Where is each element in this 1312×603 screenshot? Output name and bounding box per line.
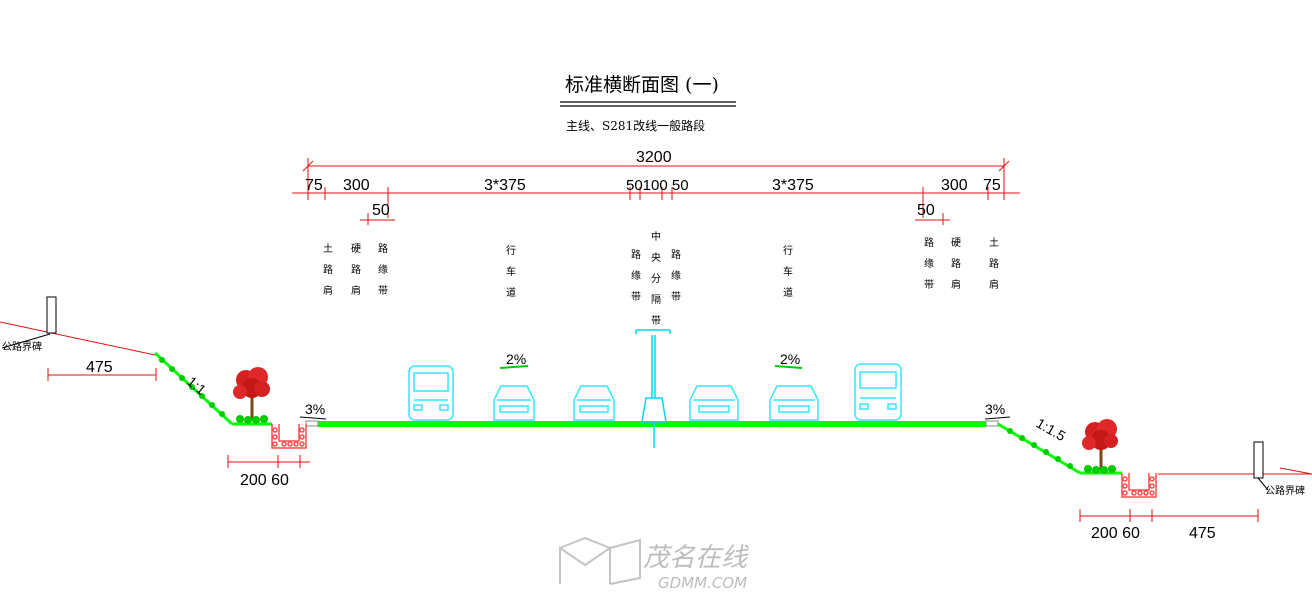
right-ditch-dim: 200 60 bbox=[1091, 525, 1140, 542]
right-ditch bbox=[1121, 473, 1157, 498]
watermark-logo-icon bbox=[559, 536, 641, 585]
left-crossfall-arrow bbox=[499, 365, 529, 369]
right-shoulder-fall-arrow bbox=[984, 416, 1011, 420]
label-left-earth-shoulder: 土路肩 bbox=[323, 242, 333, 297]
left-hard-shoulder-dim: 300 bbox=[343, 177, 370, 194]
right-lanes-dim: 3*375 bbox=[772, 177, 814, 194]
right-embankment-ratio: 1:1.5 bbox=[1034, 415, 1069, 445]
label-median: 中央分隔带 bbox=[651, 230, 661, 327]
label-right-earth-shoulder: 土路肩 bbox=[989, 236, 999, 291]
total-width-dimension bbox=[302, 158, 1010, 200]
component-dimension-line bbox=[292, 187, 1020, 225]
left-tree-icon bbox=[233, 367, 270, 424]
label-right-carriageway: 行车道 bbox=[783, 244, 793, 299]
label-median-edge-left: 路缘带 bbox=[631, 248, 641, 303]
car-left-2-icon bbox=[573, 385, 615, 421]
left-edge-strip-dim: 50 bbox=[372, 202, 390, 219]
left-shoulder-fall-arrow bbox=[299, 416, 327, 420]
slope-shrubs bbox=[159, 357, 1073, 469]
left-lanes-dim: 3*375 bbox=[484, 177, 526, 194]
right-boundary-marker-icon bbox=[1253, 441, 1269, 491]
label-left-hard-shoulder: 硬路肩 bbox=[351, 243, 361, 297]
car-right-2-icon bbox=[769, 385, 819, 421]
label-right-edge-strip: 路缘带 bbox=[924, 236, 934, 291]
left-crossfall-label: 2% bbox=[506, 351, 526, 367]
left-ditch-dim: 200 60 bbox=[240, 472, 289, 489]
right-hard-shoulder-dim: 300 bbox=[941, 177, 968, 194]
right-shoulder-fall-label: 3% bbox=[985, 401, 1005, 417]
label-left-edge-strip: 路缘带 bbox=[378, 242, 388, 297]
drawing-title: 标准横断面图 (一) bbox=[565, 74, 719, 96]
right-boundary-label: 公路界碑 bbox=[1265, 484, 1305, 497]
right-crossfall-arrow bbox=[774, 365, 803, 369]
left-ditch bbox=[271, 424, 307, 449]
right-edge-strip-dim: 50 bbox=[917, 202, 935, 219]
left-shoulder-fall-label: 3% bbox=[305, 401, 325, 417]
left-embankment-ratio: 1:1 bbox=[184, 373, 209, 398]
car-right-1-icon bbox=[689, 385, 739, 421]
left-shoulder-dim: 75 bbox=[305, 177, 323, 194]
median-lamp bbox=[635, 329, 671, 448]
median-dim: 50100 50 bbox=[626, 177, 689, 194]
left-boundary-label: 公路界碑 bbox=[2, 340, 42, 353]
label-median-edge-right: 路缘带 bbox=[671, 248, 681, 303]
label-right-hard-shoulder: 硬路肩 bbox=[951, 237, 961, 291]
right-tree-icon bbox=[1082, 419, 1118, 474]
total-width-label: 3200 bbox=[636, 149, 672, 166]
right-setback-dim: 475 bbox=[1189, 525, 1216, 542]
bus-left-icon bbox=[408, 365, 454, 421]
left-boundary-marker-icon bbox=[1, 296, 57, 349]
drawing-subtitle: 主线、S281改线一般路段 bbox=[566, 118, 705, 133]
right-shoulder-dim: 75 bbox=[983, 177, 1001, 194]
car-left-1-icon bbox=[493, 385, 535, 421]
watermark-brand: 茂名在线 bbox=[643, 543, 750, 573]
left-setback-dim: 475 bbox=[86, 359, 113, 376]
bus-right-icon bbox=[854, 363, 902, 421]
right-crossfall-label: 2% bbox=[780, 351, 800, 367]
bottom-dimensions bbox=[47, 368, 1259, 522]
label-left-carriageway: 行车道 bbox=[506, 244, 516, 299]
watermark-domain: GDMM.COM bbox=[658, 574, 747, 592]
